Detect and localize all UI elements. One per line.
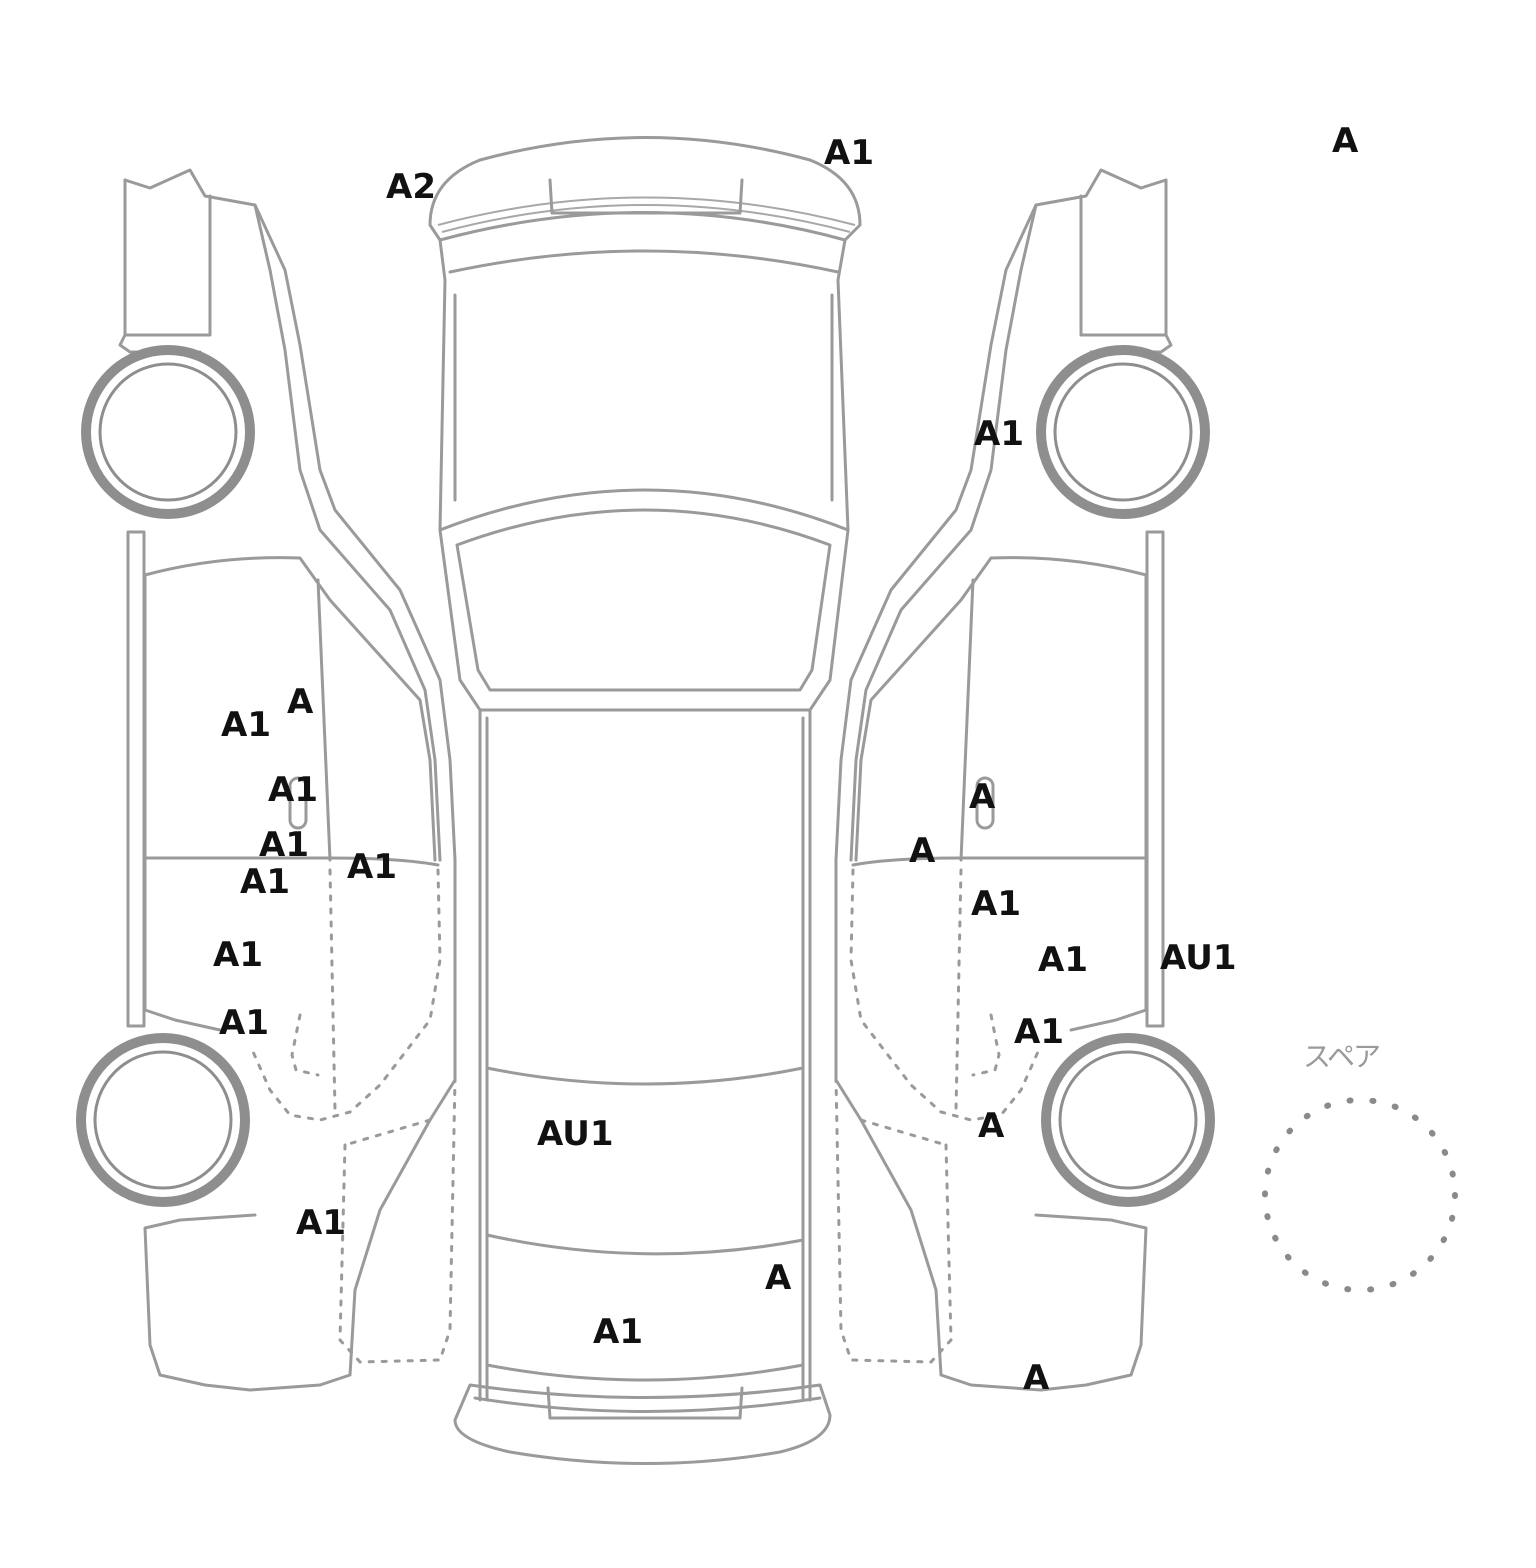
left-side-rear-section <box>123 168 457 1082</box>
damage-mark: A1 <box>268 770 318 810</box>
damage-mark: A <box>765 1258 792 1298</box>
top-windshield-line <box>485 1066 805 1086</box>
damage-mark: A <box>287 682 314 722</box>
damage-mark: A1 <box>824 133 874 173</box>
damage-mark: A1 <box>240 862 290 902</box>
damage-mark: A1 <box>259 825 309 865</box>
top-rear-window <box>438 488 850 712</box>
damage-mark: A1 <box>1038 940 1088 980</box>
top-view <box>428 136 862 1465</box>
damage-mark: AU1 <box>537 1114 614 1154</box>
left-side-front-fender-outline <box>338 1078 457 1364</box>
top-rear-body <box>438 238 850 532</box>
damage-mark: A1 <box>221 705 271 745</box>
damage-mark: A1 <box>347 847 397 887</box>
damage-mark: A1 <box>296 1203 346 1243</box>
top-rear-bumper <box>428 136 862 242</box>
damage-mark: A1 <box>213 935 263 975</box>
left-side-tailgate <box>123 178 212 337</box>
right-front-wheel <box>1041 1033 1215 1207</box>
left-rear-door-handle <box>288 776 308 830</box>
left-side-belt-line <box>143 856 440 867</box>
left-side-rocker <box>143 1008 222 1032</box>
top-front-bumper <box>453 1383 832 1465</box>
left-side-front-door-outline <box>248 868 442 1122</box>
damage-mark: A <box>978 1106 1005 1146</box>
damage-mark: A <box>909 831 936 871</box>
damage-mark: A1 <box>1014 1012 1064 1052</box>
left-side-front-end <box>143 1078 457 1392</box>
spare-label: スペア <box>1303 1040 1381 1073</box>
damage-mark: A1 <box>974 414 1024 454</box>
right-rear-wheel <box>1036 345 1210 519</box>
damage-mark: A1 <box>971 884 1021 924</box>
right-side-view <box>834 168 1215 1392</box>
spare-tire <box>1262 1097 1458 1293</box>
damage-mark: A <box>1023 1358 1050 1398</box>
left-side-view <box>76 168 457 1392</box>
damage-mark: A1 <box>593 1312 643 1352</box>
damage-mark: AU1 <box>1160 938 1237 978</box>
damage-mark: A <box>969 777 996 817</box>
damage-mark: A <box>1332 121 1359 161</box>
damage-mark: A1 <box>219 1003 269 1043</box>
damage-mark: A2 <box>386 167 436 207</box>
left-side-inner-panel <box>290 1013 320 1077</box>
left-side-window <box>143 556 437 862</box>
left-rear-wheel <box>81 345 255 519</box>
left-side-b-pillar <box>316 578 332 862</box>
top-roof <box>478 708 812 1402</box>
top-hood-line <box>485 1233 805 1256</box>
left-side-step-rail <box>126 530 146 1028</box>
left-front-wheel <box>76 1033 250 1207</box>
spare-tire-dotted-circle <box>1262 1097 1458 1293</box>
left-side-pillar-inner <box>253 203 442 862</box>
